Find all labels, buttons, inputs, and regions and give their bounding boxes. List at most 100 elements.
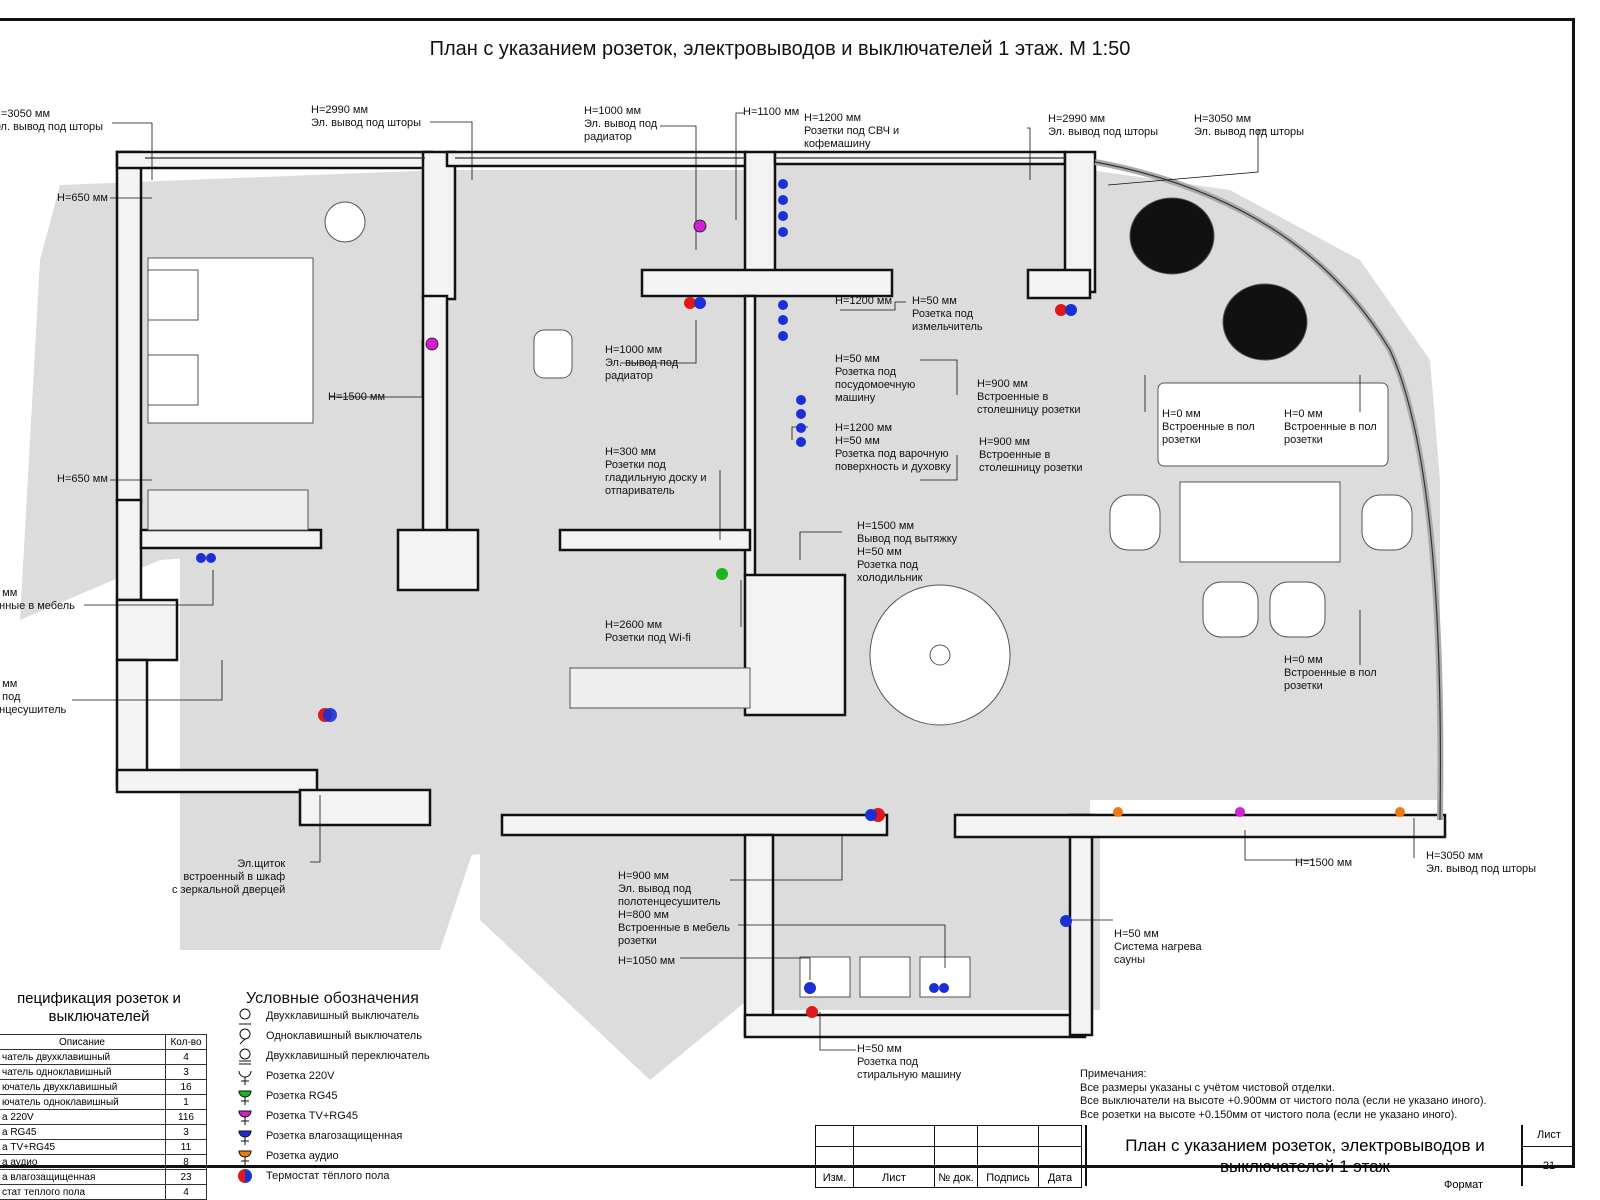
legend-item: Розетка аудио — [236, 1146, 339, 1166]
legend-label: Одноклавишный выключатель — [266, 1030, 422, 1042]
socket-rg45-icon — [238, 1090, 252, 1105]
legend-item: Двухклавишный выключатель — [236, 1006, 419, 1026]
spec-header-qty: Кол-во — [165, 1034, 207, 1050]
stamp-col-date: Дата — [1038, 1167, 1082, 1188]
annotation-height-1050: H=1050 мм — [618, 955, 676, 967]
annotation-height-1200: H=1200 мм — [835, 295, 893, 307]
annotation-towel-dryer-furniture: H=900 мм Эл. вывод под полотенцесушитель… — [618, 870, 730, 947]
annotation-hood-fridge: H=1500 мм Вывод под вытяжку H=50 мм Розе… — [857, 520, 958, 584]
stamp-sheet-number: 21 — [1542, 1160, 1556, 1172]
leader-lines — [72, 112, 1415, 1051]
spec-qty: 16 — [165, 1079, 207, 1095]
legend-item: Розетка влагозащищенная — [236, 1126, 402, 1146]
stamp-grid: Изм. Лист № док. Подпись Дата — [815, 1125, 1082, 1188]
annotation-curtain-outlet-5: H=3050 мм Эл. вывод под шторы — [1426, 850, 1537, 875]
annotation-electrical-panel: Эл.щиток встроенный в шкаф с зеркальной … — [172, 858, 286, 896]
spec-title: пецификация розеток и выключателей — [17, 990, 181, 1025]
annotation-towel-dryer-left: 0 мм а под енцесушитель — [0, 678, 67, 716]
annotation-radiator-outlet-2: H=1000 мм Эл. вывод под радиатор — [605, 344, 679, 382]
legend-item: Розетка TV+RG45 — [236, 1106, 358, 1126]
annotation-furniture-sockets-left: 0 мм енные в мебель и — [0, 587, 75, 612]
spec-desc: стат теплого пола — [0, 1184, 166, 1200]
double-switch-icon — [239, 1008, 251, 1025]
spec-desc: ючатель одноклавишный — [0, 1094, 166, 1110]
legend-label: Розетка 220V — [266, 1070, 335, 1082]
socket-tv-icon — [238, 1110, 252, 1125]
spec-qty: 4 — [165, 1049, 207, 1065]
legend-item: Термостат тёплого пола — [236, 1166, 390, 1186]
walls — [115, 150, 1447, 1039]
spec-desc: а влагозащищенная — [0, 1169, 166, 1185]
remarks: Примечания: Все размеры указаны с учётом… — [1080, 1068, 1487, 1121]
legend-label: Розетка TV+RG45 — [266, 1110, 359, 1122]
spec-desc: чатель одноклавишный — [0, 1064, 166, 1080]
spec-desc: а аудио — [0, 1154, 166, 1170]
legend-item: Двухклавишный переключатель — [236, 1046, 430, 1066]
annotation-microwave-sockets: H=1200 мм Розетки под СВЧ и кофемашину — [804, 112, 900, 150]
annotation-grinder-socket: H=50 мм Розетка под измельчитель — [912, 295, 983, 333]
legend-item: Розетка RG45 — [236, 1086, 338, 1106]
drawing-frame — [0, 18, 1575, 1168]
annotation-wifi-sockets: H=2600 мм Розетки под Wi-fi — [605, 619, 691, 644]
format-label: Формат — [1444, 1179, 1484, 1191]
legend-label: Розетка RG45 — [266, 1090, 338, 1102]
spec-desc: а TV+RG45 — [0, 1139, 166, 1155]
annotation-cooktop-socket: H=1200 мм H=50 мм Розетка под варочную п… — [835, 422, 951, 473]
annotation-floor-sockets-3: H=0 мм Встроенные в пол розетки — [1284, 654, 1377, 692]
spec-qty: 3 — [165, 1124, 207, 1140]
legend-label: Термостат тёплого пола — [266, 1170, 390, 1182]
annotation-sauna-heating: H=50 мм Система нагрева сауны — [1114, 928, 1202, 966]
spec-desc: а 220V — [0, 1109, 166, 1125]
legend-label: Розетка влагозащищенная — [266, 1130, 403, 1142]
furniture — [147, 197, 1413, 998]
annotation-height-650-bottom: H=650 мм — [57, 473, 108, 485]
annotation-curtain-outlet-2: H=2990 мм Эл. вывод под шторы — [311, 104, 422, 129]
socket-markers — [196, 179, 1405, 1018]
annotation-height-1500-left: H=1500 мм — [328, 391, 386, 403]
annotation-washer-socket: H=50 мм Розетка под стиральную машину — [857, 1043, 962, 1081]
socket-waterproof-icon — [238, 1130, 252, 1145]
thermostat-icon — [238, 1169, 252, 1183]
socket-220v-icon — [238, 1070, 252, 1085]
stamp-title: План с указанием розеток, электровыводов… — [1085, 1125, 1523, 1186]
annotation-ironing-sockets: H=300 мм Розетки под гладильную доску и … — [605, 446, 707, 497]
spec-desc: а RG45 — [0, 1124, 166, 1140]
stamp-col-sheet: Лист — [853, 1167, 935, 1188]
title-block: Изм. Лист № док. Подпись Дата План с ука… — [815, 1125, 1576, 1188]
single-switch-icon — [239, 1028, 251, 1045]
annotation-curtain-outlet-4: H=3050 мм Эл. вывод под шторы — [1194, 113, 1305, 138]
stamp-sheet-label: Лист — [1537, 1129, 1561, 1141]
annotation-curtain-outlet-3: H=2990 мм Эл. вывод под шторы — [1048, 113, 1159, 138]
spec-qty: 23 — [165, 1169, 207, 1185]
spec-qty: 4 — [165, 1184, 207, 1200]
stamp-col-change: Изм. — [815, 1167, 854, 1188]
legend-label: Двухклавишный выключатель — [266, 1010, 420, 1022]
annotation-radiator-outlet-1: H=1000 мм Эл. вывод под радиатор — [584, 105, 658, 143]
annotation-curtain-outlet-1: H=3050 мм Эл. вывод под шторы — [0, 108, 104, 133]
spec-header-desc: Описание — [0, 1034, 166, 1050]
legend-label: Розетка аудио — [266, 1150, 339, 1162]
windows — [145, 157, 1444, 821]
spec-qty: 116 — [165, 1109, 207, 1125]
annotation-height-650-top: H=650 мм — [57, 192, 108, 204]
stamp-col-signature: Подпись — [977, 1167, 1039, 1188]
spec-qty: 3 — [165, 1064, 207, 1080]
socket-audio-icon — [238, 1150, 252, 1165]
spec-qty: 1 — [165, 1094, 207, 1110]
annotation-height-1100: H=1100 мм — [743, 106, 800, 118]
annotation-countertop-sockets-1: H=900 мм Встроенные в столешницу розетки — [977, 378, 1081, 416]
annotation-dishwasher-socket: H=50 мм Розетка под посудомоечную машину — [835, 353, 916, 404]
legend-label: Двухклавишный переключатель — [266, 1050, 430, 1062]
